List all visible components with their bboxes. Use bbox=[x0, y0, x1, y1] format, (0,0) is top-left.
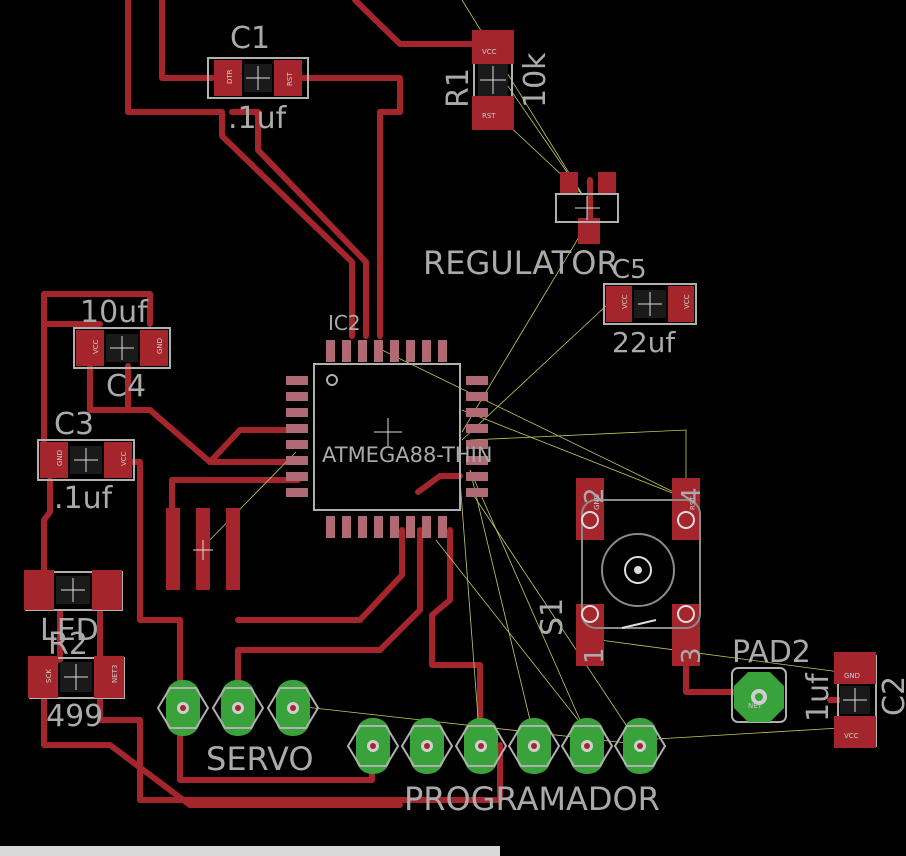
c4-name: C4 bbox=[106, 369, 146, 404]
c4-pin-a: VCC bbox=[92, 339, 100, 354]
s1-pin-4: 4 bbox=[677, 487, 707, 504]
capacitor-c4[interactable]: VCC GND 10uf C4 bbox=[73, 295, 171, 404]
servo-pin-2[interactable] bbox=[211, 680, 265, 736]
s1-pad-a: GND bbox=[593, 494, 601, 510]
regulator-name: REGULATOR bbox=[423, 244, 619, 282]
ic2-value: ATMEGA88-THIN bbox=[322, 443, 492, 467]
servo-header[interactable]: SERVO bbox=[156, 680, 320, 778]
ic2-bottom-pins bbox=[326, 516, 447, 538]
c2-name: C2 bbox=[877, 676, 906, 716]
r1-pin-b: RST bbox=[482, 112, 496, 120]
ic2-atmega[interactable]: IC2 ATMEGA88-THIN bbox=[286, 311, 492, 538]
capacitor-c2[interactable]: GND VCC 1uf C2 bbox=[801, 652, 906, 748]
crystal-footprint[interactable] bbox=[166, 508, 240, 590]
r2-pin-b: NET3 bbox=[111, 665, 119, 683]
c2-value: 1uf bbox=[801, 672, 836, 722]
s1-pad-b: RST bbox=[689, 496, 697, 510]
c1-name: C1 bbox=[230, 21, 270, 56]
c4-value: 10uf bbox=[80, 295, 149, 330]
servo-pin-3[interactable] bbox=[266, 680, 320, 736]
programador-pin-6[interactable] bbox=[613, 718, 667, 774]
servo-pin-1[interactable] bbox=[156, 680, 210, 736]
c1-value: .1uf bbox=[228, 101, 288, 136]
ic2-name: IC2 bbox=[328, 311, 361, 335]
pad2[interactable]: NET PAD2 bbox=[731, 635, 811, 723]
capacitor-c1[interactable]: DTR RST C1 .1uf bbox=[207, 21, 309, 136]
c4-pin-b: GND bbox=[156, 338, 164, 354]
c5-pin-b: VCC bbox=[683, 294, 691, 309]
copper-traces bbox=[41, 0, 843, 808]
c3-value: .1uf bbox=[54, 481, 114, 516]
led[interactable]: LED bbox=[24, 570, 123, 648]
regulator[interactable]: REGULATOR bbox=[423, 172, 619, 282]
r2-value: 499 bbox=[46, 699, 103, 734]
c3-pin-a: GND bbox=[56, 450, 64, 466]
ic2-right-pins bbox=[466, 376, 488, 497]
horizontal-scrollbar[interactable] bbox=[0, 846, 500, 856]
programador-pin-4[interactable] bbox=[507, 718, 561, 774]
c2-pin-b: VCC bbox=[844, 732, 859, 740]
r1-pin-a: VCC bbox=[482, 48, 497, 56]
led-name: LED bbox=[40, 613, 99, 648]
ic2-top-pins bbox=[326, 340, 447, 362]
c3-pin-b: VCC bbox=[120, 451, 128, 466]
ic2-pin1-marker bbox=[326, 374, 338, 386]
capacitor-c3[interactable]: GND VCC C3 .1uf bbox=[37, 407, 135, 516]
pad2-name: PAD2 bbox=[732, 635, 811, 670]
switch-s1[interactable]: GND RST 2 4 1 3 S1 bbox=[535, 478, 707, 666]
s1-pin-1: 1 bbox=[580, 647, 610, 664]
c5-value: 22uf bbox=[612, 326, 676, 359]
ic2-left-pins bbox=[286, 376, 308, 497]
s1-name: S1 bbox=[535, 598, 570, 636]
ic2-body bbox=[313, 363, 461, 511]
c1-pin-b: RST bbox=[286, 72, 294, 86]
programador-name: PROGRAMADOR bbox=[404, 780, 660, 818]
s1-pin-3: 3 bbox=[677, 647, 707, 664]
programador-header[interactable]: PROGRAMADOR bbox=[346, 718, 667, 818]
c3-name: C3 bbox=[54, 407, 94, 442]
r2-name: R2 bbox=[48, 627, 88, 662]
servo-name: SERVO bbox=[206, 740, 314, 778]
r1-value: 10k bbox=[518, 52, 553, 108]
switch-button-outer bbox=[601, 533, 675, 607]
c1-pin-a: DTR bbox=[226, 69, 234, 84]
switch-button-inner bbox=[624, 556, 652, 584]
resistor-r1[interactable]: VCC RST R1 10k bbox=[441, 30, 553, 130]
s1-pin-2: 2 bbox=[580, 487, 610, 504]
programador-pin-3[interactable] bbox=[454, 718, 508, 774]
programador-pin-5[interactable] bbox=[560, 718, 614, 774]
r1-name: R1 bbox=[441, 68, 476, 108]
pad2-net: NET bbox=[748, 702, 763, 710]
programador-pin-2[interactable] bbox=[400, 718, 454, 774]
programador-pin-1[interactable] bbox=[346, 718, 400, 774]
r2-pin-a: SCK bbox=[45, 669, 53, 683]
c5-pin-a: VCC bbox=[621, 294, 629, 309]
resistor-r2[interactable]: SCK NET3 R2 499 bbox=[28, 627, 125, 734]
c2-pin-a: GND bbox=[844, 672, 860, 680]
c5-name: C5 bbox=[612, 255, 647, 285]
capacitor-c5[interactable]: VCC VCC C5 22uf bbox=[603, 255, 697, 359]
